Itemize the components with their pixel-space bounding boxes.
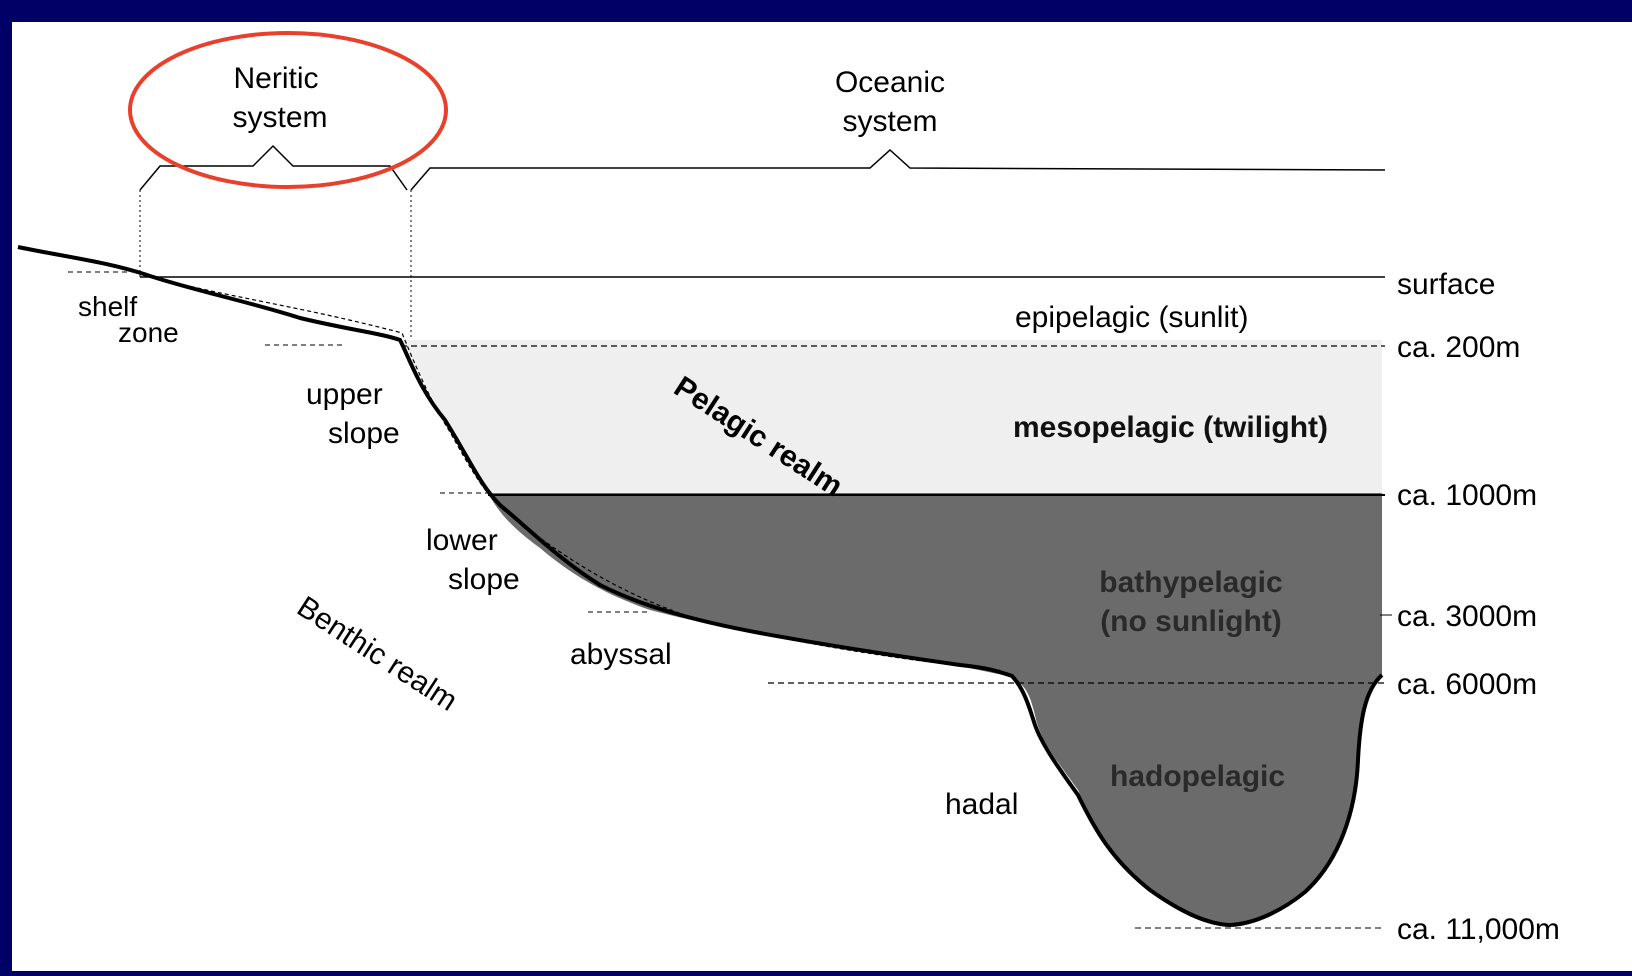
depth-11000-label: ca. 11,000m (1397, 913, 1560, 946)
abyssal-label: abyssal (570, 638, 672, 671)
neritic-label-line1: Neritic (233, 62, 318, 95)
depth-3000-label: ca. 3000m (1397, 600, 1537, 633)
lower-slope-line2: slope (448, 563, 520, 596)
deep-water-region (488, 493, 1382, 925)
oceanic-label-line1: Oceanic (835, 66, 945, 99)
upper-slope-line1: upper (306, 378, 383, 411)
bathypelagic-label-line2: (no sunlight) (1100, 605, 1282, 638)
surface-label: surface (1397, 268, 1495, 301)
mesopelagic-label: mesopelagic (twilight) (1013, 411, 1328, 444)
oceanic-brace (411, 150, 1385, 190)
upper-slope-line2: slope (328, 417, 400, 450)
benthic-realm-label: Benthic realm (291, 590, 463, 718)
depth-1000-label: ca. 1000m (1397, 479, 1537, 512)
diagram-panel: Neritic system Oceanic system shelf zone… (12, 22, 1632, 971)
depth-200-label: ca. 200m (1397, 331, 1520, 364)
hadal-label: hadal (945, 788, 1018, 821)
ocean-zones-diagram: Neritic system Oceanic system shelf zone… (12, 22, 1632, 971)
lower-slope-line1: lower (426, 524, 498, 557)
oceanic-label-line2: system (842, 105, 937, 138)
neritic-label-line2: system (232, 101, 327, 134)
depth-6000-label: ca. 6000m (1397, 668, 1537, 701)
bathypelagic-label-line1: bathypelagic (1099, 566, 1282, 599)
hadopelagic-label: hadopelagic (1110, 760, 1285, 793)
epipelagic-label: epipelagic (sunlit) (1015, 301, 1248, 334)
shelf-zone-line2: zone (118, 317, 179, 348)
